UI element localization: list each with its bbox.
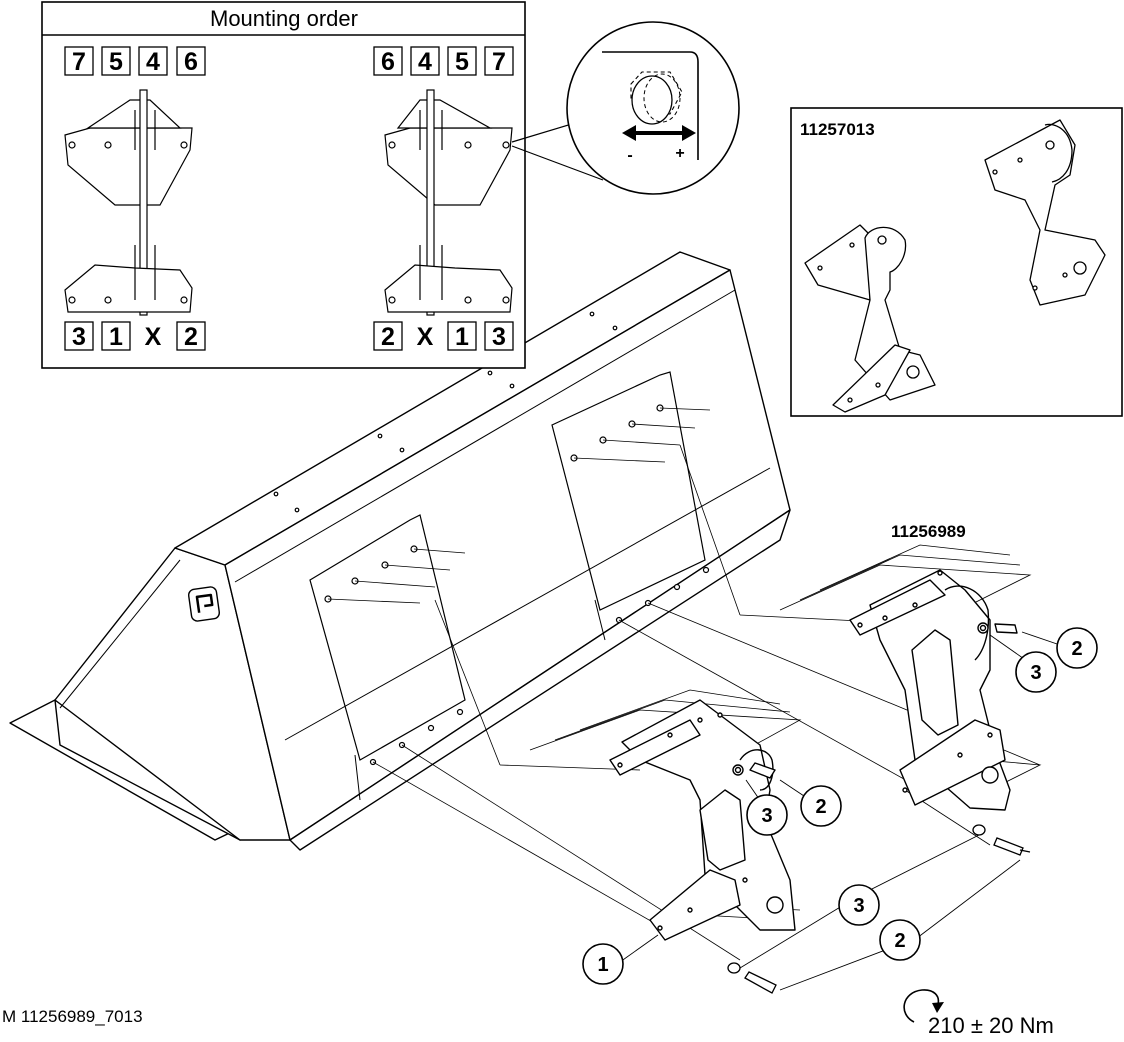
variant-panel: 11257013 xyxy=(790,107,1123,417)
seq-right-top-4: 7 xyxy=(492,48,506,76)
seq-right-top-3: 5 xyxy=(455,48,469,76)
right-bracket-outline xyxy=(384,89,513,316)
seq-left-bottom-3: X xyxy=(145,323,162,351)
seq-right-top-2: 4 xyxy=(418,48,432,76)
plus-sign: + xyxy=(675,145,684,162)
callout-3-lower xyxy=(838,884,880,926)
seq-right-bottom-3: 1 xyxy=(455,323,469,351)
left-mounting-plate xyxy=(309,514,466,761)
bucket-bottom-chamfer xyxy=(289,509,791,851)
seq-left-bottom-4: 2 xyxy=(184,323,198,351)
torque-arrow-icon xyxy=(903,989,940,1023)
seq-right-bottom-1: 2 xyxy=(381,323,395,351)
callout-2-rear-label: 2 xyxy=(1071,638,1082,660)
sequence-boxes xyxy=(64,46,514,351)
callout-3-rear xyxy=(1015,651,1057,693)
callout-3-front xyxy=(746,794,788,836)
seq-left-top-1: 7 xyxy=(72,48,86,76)
callout-circles xyxy=(582,627,1098,985)
callout-2-lower-label: 2 xyxy=(894,930,905,952)
callout-2-lower xyxy=(879,919,921,961)
variant-bracket-right xyxy=(984,119,1106,306)
seq-left-top-2: 5 xyxy=(109,48,123,76)
variant-part-number: 11257013 xyxy=(800,120,875,139)
mounting-order-panel: Mounting order 7 5 4 6 6 4 5 7 3 1 X 2 2… xyxy=(41,1,526,369)
variant-bracket-left xyxy=(804,224,936,413)
seq-right-top-1: 6 xyxy=(381,48,395,76)
callout-3-rear-label: 3 xyxy=(1030,662,1041,684)
minus-sign: - xyxy=(627,147,632,164)
callout-2-front xyxy=(800,785,842,827)
callout-3-lower-label: 3 xyxy=(853,895,864,917)
bolt-icon xyxy=(993,837,1031,856)
callout-3-front-label: 3 xyxy=(761,805,772,827)
seq-right-bottom-4: 3 xyxy=(492,323,506,351)
torque-spec: 210 ± 20 Nm xyxy=(903,989,1054,1038)
logo-icon xyxy=(187,586,221,622)
seq-left-top-4: 6 xyxy=(184,48,198,76)
washer-icon xyxy=(727,962,741,974)
torque-value: 210 ± 20 Nm xyxy=(928,1013,1054,1038)
seq-left-top-3: 4 xyxy=(146,48,160,76)
bolt-icon xyxy=(744,971,777,994)
adjustment-detail: - + xyxy=(511,21,740,195)
main-part-number: 11256989 xyxy=(891,522,966,541)
seq-right-bottom-2: X xyxy=(417,323,434,351)
slotted-hole-icon xyxy=(631,75,673,125)
seq-left-bottom-2: 1 xyxy=(109,323,123,351)
mounting-order-title: Mounting order xyxy=(210,6,358,31)
bucket-holes xyxy=(273,311,710,766)
seq-left-bottom-1: 3 xyxy=(72,323,86,351)
callout-1-label: 1 xyxy=(597,954,608,976)
quick-coupler-bracket-rear xyxy=(849,569,1018,811)
figure-id: M 11256989_7013 xyxy=(2,1007,143,1026)
quick-coupler-bracket-front xyxy=(609,699,796,941)
bucket xyxy=(9,251,791,851)
washer-icon xyxy=(972,824,986,836)
callout-1 xyxy=(582,943,624,985)
callout-2-front-label: 2 xyxy=(815,796,826,818)
left-bracket-outline xyxy=(64,89,193,316)
callout-2-rear xyxy=(1056,627,1098,669)
